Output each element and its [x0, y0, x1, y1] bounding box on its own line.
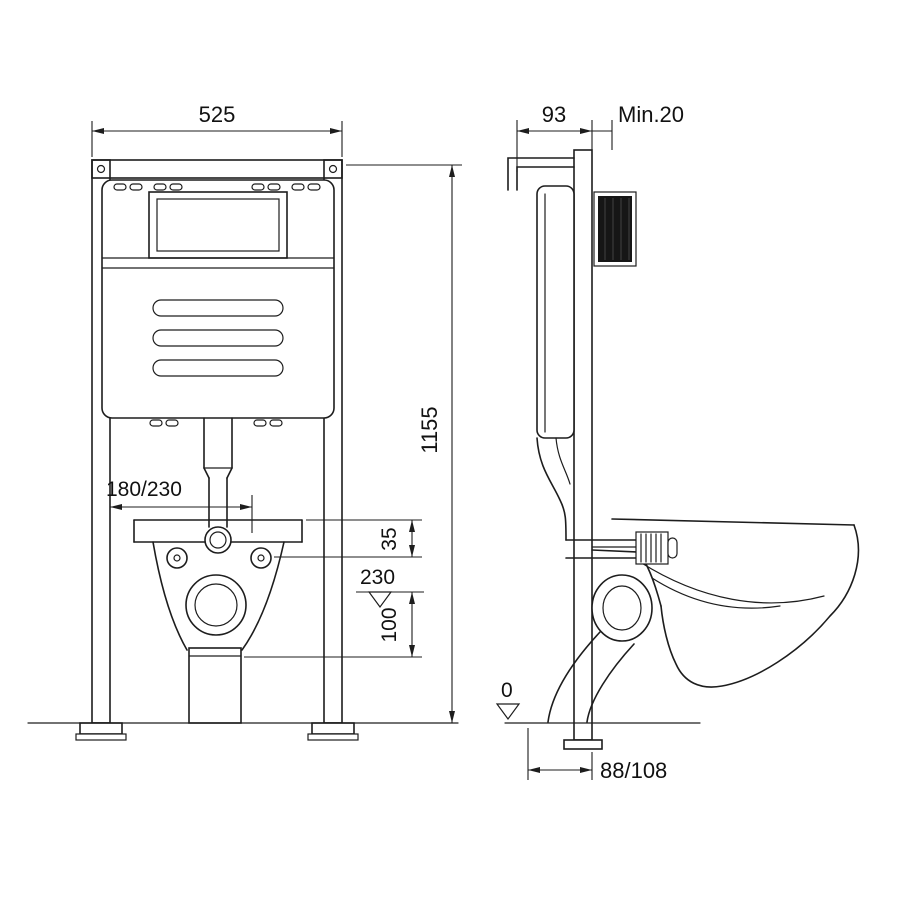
dimension-label-min20: Min.20 [618, 102, 684, 127]
crossbar-screw-icon [96, 164, 106, 174]
foot-base [307, 733, 359, 741]
drain-bend [586, 643, 635, 723]
access-panel-inner [156, 198, 280, 252]
level-triangle-icon [495, 703, 521, 721]
dimension-outlet-offset: 88/108 [527, 728, 667, 783]
clip-tick [113, 183, 127, 191]
fixing-bolt-center [257, 554, 265, 562]
level-label-0: 0 [501, 679, 513, 702]
clip-tick [291, 183, 305, 191]
cistern-slot [152, 329, 284, 347]
drain-bend [547, 631, 601, 723]
frame-feet [75, 722, 359, 741]
clip-tick [149, 419, 163, 427]
dimension-35: 35 [274, 519, 422, 558]
level-triangle-icon [367, 591, 393, 609]
clip-tick [307, 183, 321, 191]
dimension-label-93: 93 [542, 102, 566, 127]
clip-tick [253, 419, 267, 427]
bowl-inner-curve [639, 561, 825, 604]
cistern-side-profile [536, 185, 575, 439]
threaded-inlet-stub [635, 531, 678, 565]
bowl-side-profile [591, 518, 860, 688]
cistern-top-clips [113, 183, 321, 191]
dimension-label-88-108: 88/108 [600, 758, 667, 783]
flush-connector-outer [204, 526, 232, 554]
level-label-230: 230 [360, 566, 395, 589]
dimension-min-wall: Min.20 [592, 102, 684, 150]
level-mark-zero: 0 [495, 679, 521, 721]
dimension-label-525: 525 [199, 102, 236, 127]
bowl-outer-edge [660, 524, 860, 688]
flush-plate-face [598, 196, 632, 262]
flush-bend-inner [555, 437, 571, 485]
bowl-outline-left [152, 541, 188, 651]
clip-tick [169, 183, 183, 191]
clip-tick [251, 183, 265, 191]
dimension-width: 525 [91, 102, 343, 157]
clip-tick [269, 419, 283, 427]
fixing-bolt-center [173, 554, 181, 562]
dimension-label-180-230: 180/230 [106, 478, 182, 501]
fixing-bolt [250, 547, 272, 569]
outlet-pipe [188, 647, 242, 724]
clip-tick [153, 183, 167, 191]
thread-cap [667, 537, 678, 559]
foot-plate [79, 722, 123, 735]
clip-tick [267, 183, 281, 191]
waste-outlet-inner [194, 583, 238, 627]
dimension-height: 1155 [346, 164, 462, 723]
dimension-label-100: 100 [378, 607, 401, 642]
flush-pipe [203, 417, 233, 528]
foot-plate-side [563, 739, 603, 750]
flush-connector-inner [209, 531, 227, 549]
flush-pipe-taper [203, 467, 210, 479]
flush-bend [536, 437, 567, 541]
front-view: 525 1155 180/230 35 230 [27, 102, 462, 741]
cistern-body [101, 179, 335, 419]
cistern-slot [152, 299, 284, 317]
clip-tick [129, 183, 143, 191]
flush-pipe-taper [226, 467, 233, 479]
level-mark-230: 230 [356, 566, 424, 609]
flush-plate-outline [593, 191, 637, 267]
dimension-label-1155: 1155 [417, 406, 442, 453]
foot-plate [311, 722, 355, 735]
flush-plate [593, 191, 637, 267]
dimension-label-35: 35 [378, 527, 401, 550]
bowl-inner-curve [651, 577, 781, 609]
cistern-slot [152, 359, 284, 377]
wall-bracket [507, 157, 575, 191]
frame-top-crossbar [91, 159, 343, 179]
fixing-bolt [166, 547, 188, 569]
dimension-drain-offset: 180/230 [106, 478, 253, 533]
dimension-depth: 93 [516, 102, 593, 172]
foot-base [75, 733, 127, 741]
crossbar-screw-icon [328, 164, 338, 174]
bowl-top-edge [611, 518, 855, 526]
waste-connector-inner [602, 585, 642, 631]
clip-tick [165, 419, 179, 427]
dimension-100: 100 [244, 592, 422, 658]
side-view: 93 Min.20 0 88/108 [495, 102, 860, 783]
cistern-bottom-clips [149, 419, 283, 427]
